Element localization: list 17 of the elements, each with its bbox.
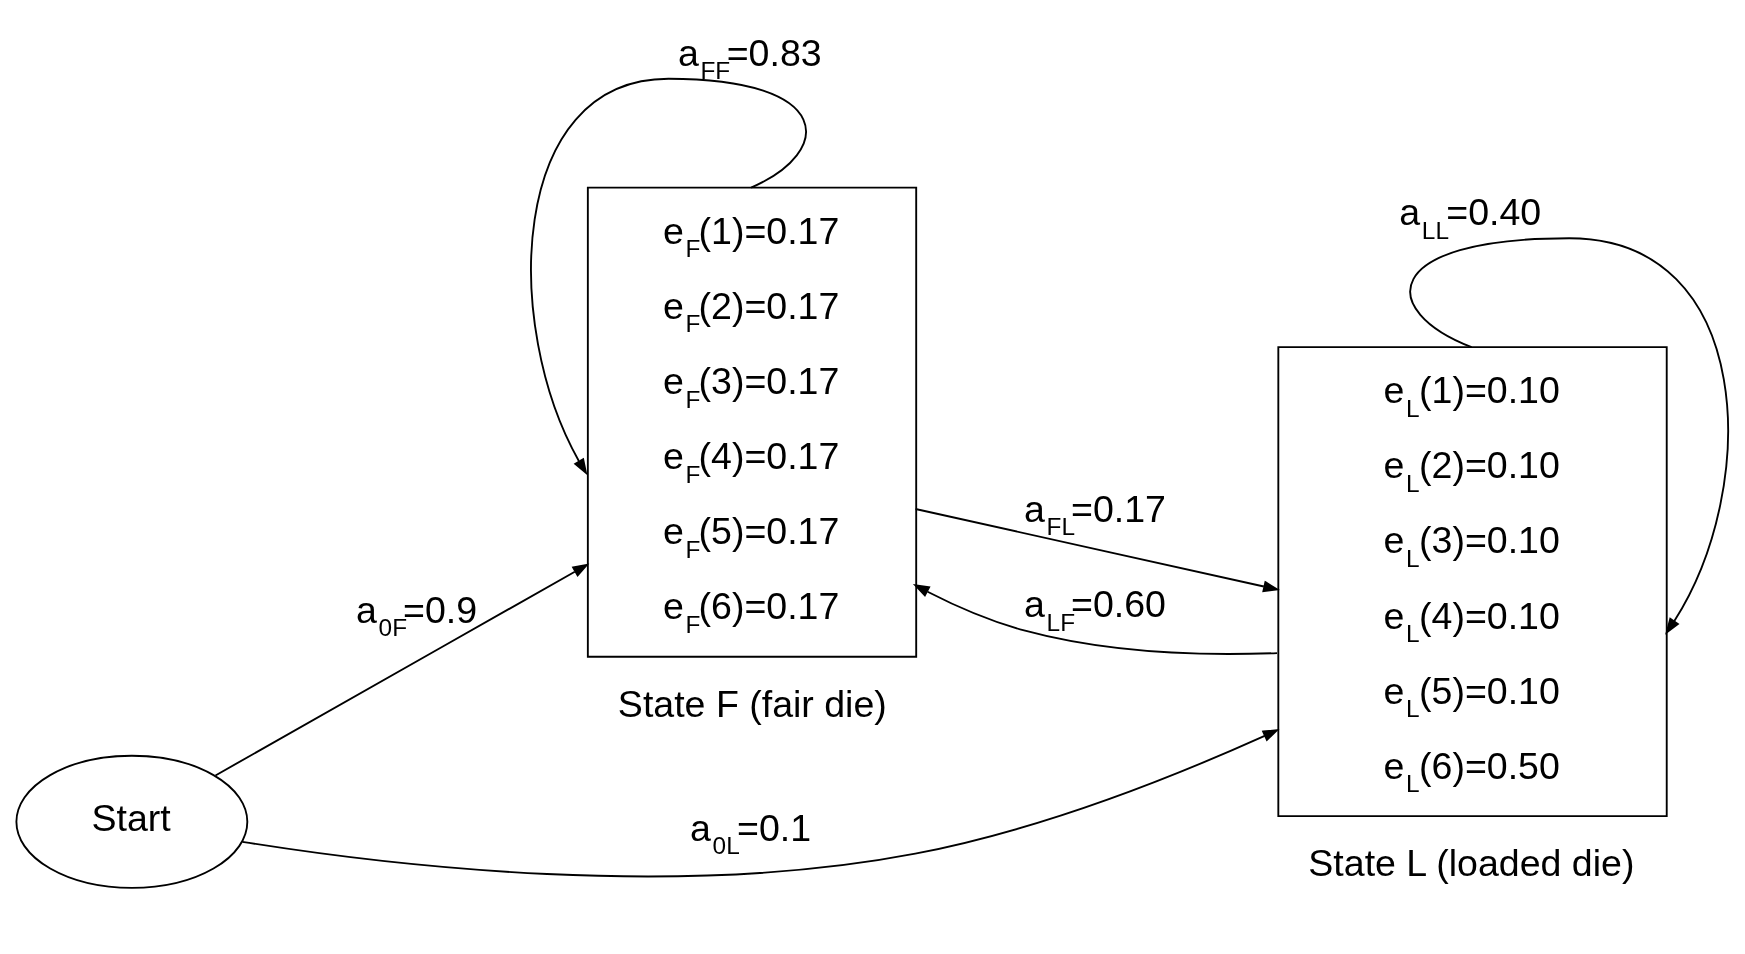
arrow xyxy=(1409,236,1729,635)
edge-label: a$_{LL}$=0.40 xyxy=(1399,190,1542,244)
arrow xyxy=(214,563,590,776)
edge-label: a$_{FF}$=0.83 xyxy=(677,31,822,84)
node-ellipse: Start xyxy=(15,754,249,889)
arrow xyxy=(241,728,1280,877)
node-label: State F (fair die) xyxy=(617,682,887,725)
edge-label: a$_{0L}$=0.1 xyxy=(690,806,812,859)
arrow xyxy=(914,507,1280,592)
arrow xyxy=(912,583,1278,655)
edge-label: a$_{FL}$=0.17 xyxy=(1024,487,1166,540)
edge-label: a$_{LF}$=0.60 xyxy=(1024,582,1166,636)
edge-label: a$_{0F}$=0.9 xyxy=(356,588,478,641)
node-box: e$_{L}$(1)=0.10 e$_{L}$(2)=0.10 e$_{L}$(3)=0.10 e$_{L}$(4)=0.10 e$_{L}$(5)=0.10 e$_{L}$(6)=0.50 xyxy=(1277,345,1668,817)
arrow xyxy=(530,77,807,475)
node-box: e$_{F}$(1)=0.17 e$_{F}$(2)=0.17 e$_{F}$(3)=0.17 e$_{F}$(4)=0.17 e$_{F}$(5)=0.17 e$_{F}$(6)=0.17 xyxy=(586,186,918,658)
node-label: State L (loaded die) xyxy=(1308,841,1635,884)
